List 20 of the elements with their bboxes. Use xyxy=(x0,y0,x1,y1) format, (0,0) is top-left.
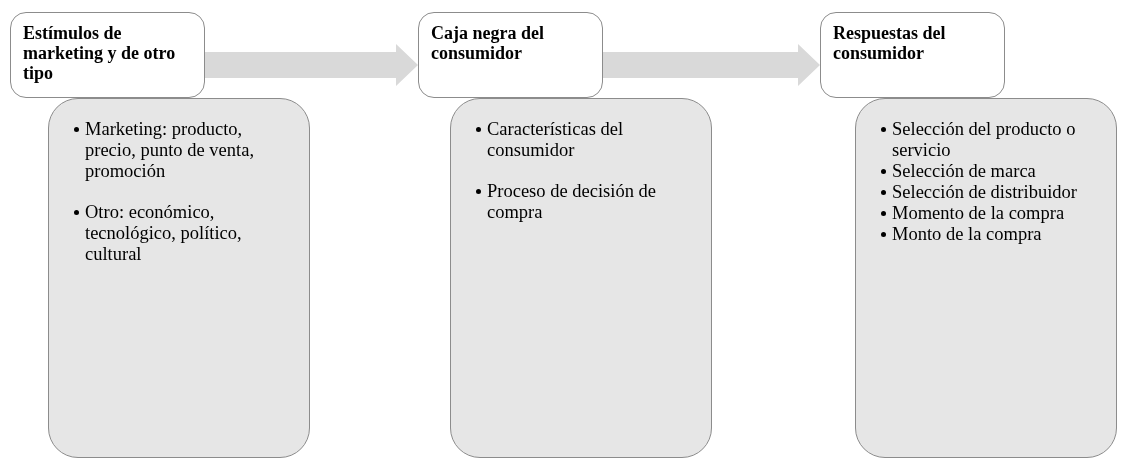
heading: Caja negra del consumidor xyxy=(431,23,545,63)
block-arrow xyxy=(603,44,820,86)
bullet-item: Otro: económico, tecnológico, político, cultural xyxy=(85,202,279,265)
bullet-item: Proceso de decisión de compra xyxy=(487,181,681,223)
list-box xyxy=(48,98,310,458)
heading: Estímulos de marketing y de otro tipo xyxy=(23,23,177,83)
bullet-item: Selección del producto o servicio xyxy=(892,119,1086,161)
heading: Respuestas del consumidor xyxy=(833,23,947,63)
bullet-item: Monto de la compra xyxy=(892,224,1086,245)
header-box xyxy=(820,12,1005,98)
bullet-item: Marketing: producto, precio, punto de venta, promoción xyxy=(85,119,279,182)
bullet-item: Selección de distribuidor xyxy=(892,182,1086,203)
header-box xyxy=(10,12,205,98)
list-box xyxy=(450,98,712,458)
bullet-item: Características del consumidor xyxy=(487,119,681,161)
bullet-item: Momento de la compra xyxy=(892,203,1086,224)
bullet-item: Selección de marca xyxy=(892,161,1086,182)
list-box xyxy=(855,98,1117,458)
block-arrow xyxy=(205,44,418,86)
header-box xyxy=(418,12,603,98)
